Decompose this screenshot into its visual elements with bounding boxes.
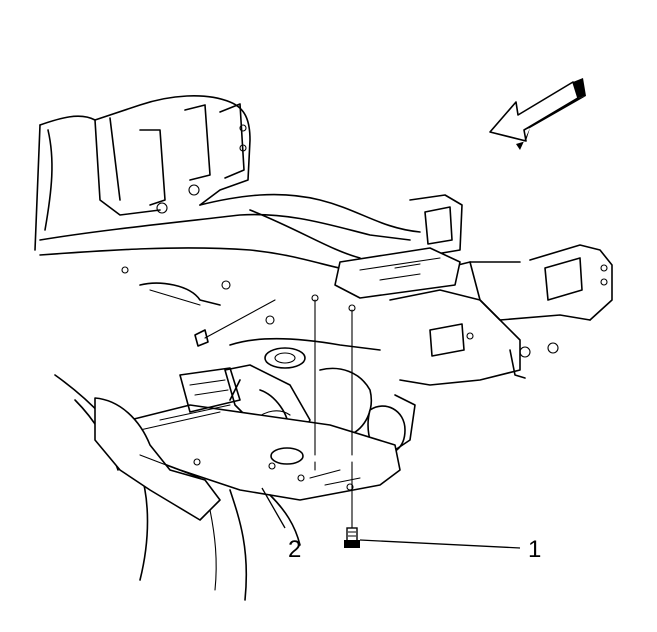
- skid-plate: [129, 367, 401, 501]
- wheel-area: [54, 374, 301, 601]
- callout-1-label: 1: [528, 536, 541, 563]
- callout-2-leader: [261, 487, 286, 529]
- bolt-icon: [344, 527, 360, 548]
- direction-arrow-icon: [489, 78, 586, 150]
- callout-1-leader: [359, 539, 521, 549]
- callout-2-label: 2: [288, 536, 301, 563]
- vehicle-frame: [34, 95, 613, 386]
- bolt-guide-lines: [311, 294, 356, 531]
- bracket-detail: [194, 299, 276, 347]
